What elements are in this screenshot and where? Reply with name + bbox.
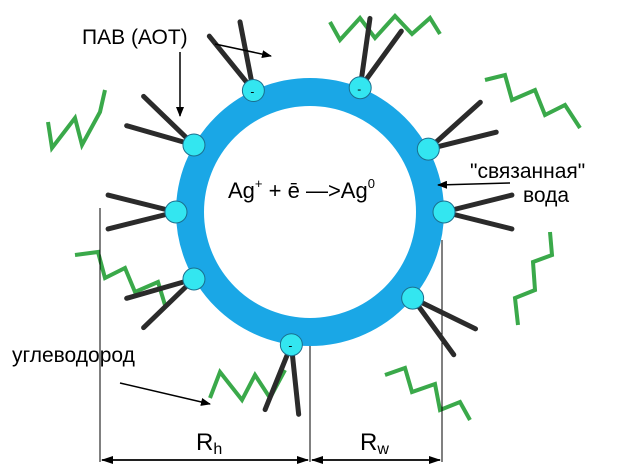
surfactant-head: [432, 200, 456, 224]
hydrocarbon-chain: [328, 13, 442, 44]
head-charge-sign: -: [250, 85, 254, 99]
surfactant-tail: [141, 276, 197, 331]
reaction-equation: Ag+ + ē —>Ag0: [228, 176, 375, 203]
bound-water-shell: [176, 78, 444, 346]
hydrocarbon-chain: [74, 249, 167, 306]
surfactant-tail: [357, 28, 404, 91]
hydrocarbon-chain: [512, 231, 555, 326]
surfactant-pointer-arrow: [214, 43, 272, 59]
surfactant-tail: [441, 209, 515, 232]
hydrocarbon-pointer-arrow: [119, 382, 211, 406]
surfactant-tail: [425, 129, 499, 152]
hydrocarbon-chain: [46, 89, 107, 153]
surfactant-tail: [262, 342, 294, 413]
radius-h-label: Rh: [196, 429, 222, 458]
surfactant-head: [241, 79, 265, 103]
hydrocarbon-chain: [384, 365, 472, 421]
surfactant-label: ПАВ (АОТ): [82, 26, 188, 49]
surfactant-tail: [105, 209, 179, 232]
surfactant-head: [401, 286, 425, 310]
surfactant-tail: [425, 99, 483, 152]
surfactant-head: [279, 333, 303, 357]
head-charge-sign: -: [288, 339, 292, 353]
surfactant-heads: - - -: [164, 76, 456, 357]
surfactant-tail: [410, 295, 457, 358]
surfactant-tail: [206, 33, 256, 94]
surfactant-tail: [237, 19, 256, 94]
surfactant-tail: [410, 295, 479, 332]
surfactant-head: [164, 200, 188, 224]
surfactant-tail: [288, 342, 302, 417]
head-charge-sign: -: [357, 82, 361, 96]
surfactant-tail: [124, 276, 197, 301]
hydrocarbon-label: углеводород: [12, 344, 135, 367]
surfactant-tail: [441, 192, 515, 215]
dimension-lines: [99, 208, 443, 464]
surfactant-head: [348, 76, 372, 100]
surfactant-head: [182, 133, 206, 157]
surfactant-tail: [124, 123, 197, 148]
hydrocarbon-chain: [484, 72, 582, 130]
bound-water-label-line1: "связанная": [470, 160, 585, 183]
surfactant-head: [182, 267, 206, 291]
radius-w-label: Rw: [360, 429, 389, 458]
surfactant-tail: [141, 93, 197, 148]
bound-water-pointer-arrow: [437, 180, 511, 189]
surfactant-tails: [105, 15, 515, 417]
hydrocarbon-chains: [46, 13, 582, 421]
surfactant-head: [416, 137, 440, 161]
surfactant-tail: [357, 15, 373, 91]
bound-water-label-line2: вода: [523, 184, 569, 207]
surfactant-tail: [105, 192, 179, 215]
